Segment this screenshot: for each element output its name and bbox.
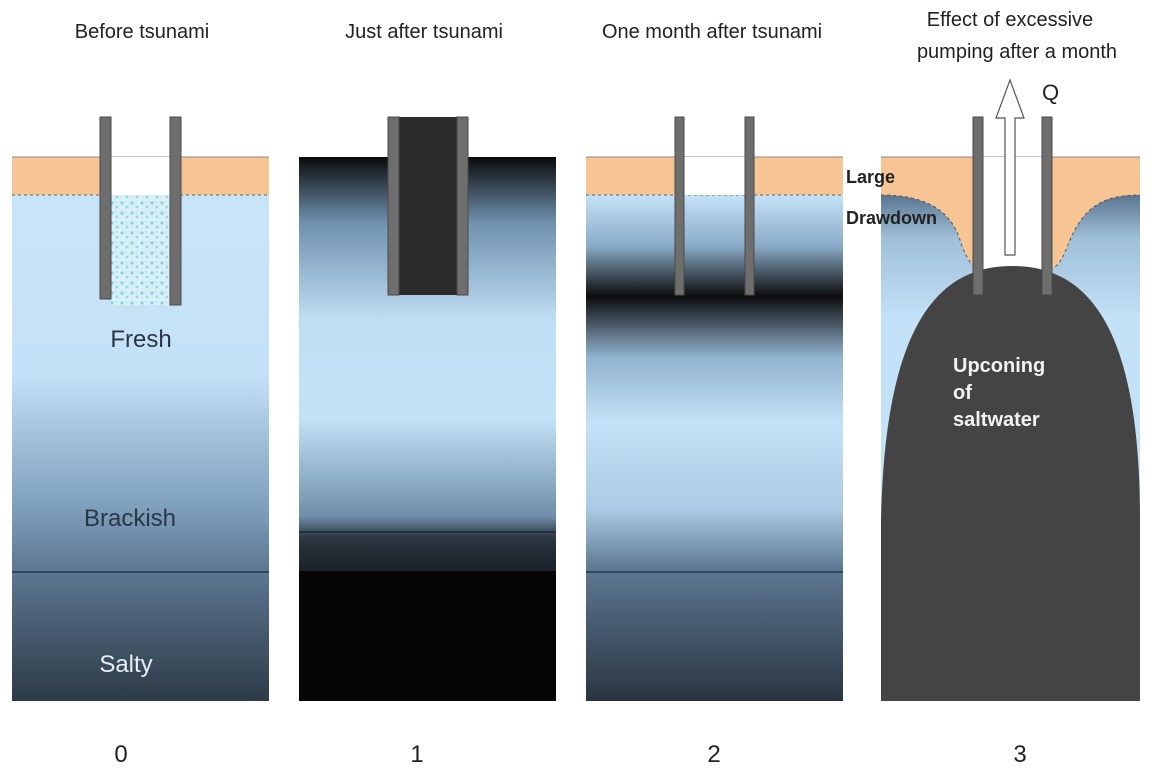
panel-3-title-line2: pumping after a month bbox=[917, 41, 1117, 63]
panel-1-title: Just after tsunami bbox=[345, 21, 503, 43]
upconing-label-line1: Upconing bbox=[953, 355, 1045, 377]
panel-3-well-casing-right bbox=[1041, 116, 1053, 296]
brackish-zone-label: Brackish bbox=[84, 505, 176, 532]
panel-0-well-casing-left bbox=[99, 116, 112, 300]
panel-3-number: 3 bbox=[1013, 741, 1026, 768]
fresh-zone-label: Fresh bbox=[110, 326, 171, 353]
panel-3-saltwater-upcone bbox=[881, 266, 1140, 701]
panel-3-title-line1: Effect of excessive bbox=[927, 9, 1093, 31]
panel-2-well-casing-left bbox=[674, 116, 685, 296]
pump-flow-label: Q bbox=[1042, 80, 1059, 105]
panel-3-pumping-arrow bbox=[995, 78, 1025, 256]
panel-1-well-casing-right bbox=[456, 116, 469, 296]
panel-2-aquifer bbox=[586, 195, 843, 701]
upconing-label-line3: saltwater bbox=[953, 409, 1040, 431]
panel-2-number: 2 bbox=[707, 741, 720, 768]
panel-3 bbox=[880, 78, 1141, 701]
panel-1 bbox=[299, 116, 556, 701]
panel-2-well-bore bbox=[684, 157, 745, 195]
panel-0-number: 0 bbox=[114, 741, 127, 768]
large-label: Large bbox=[846, 167, 895, 187]
panel-3-well-casing-left bbox=[972, 116, 984, 296]
upconing-label-line2: of bbox=[953, 382, 972, 404]
panel-0-well-casing-right bbox=[169, 116, 182, 306]
drawdown-label: Drawdown bbox=[846, 208, 937, 228]
panel-0 bbox=[12, 116, 269, 701]
panel-1-salt-layer bbox=[299, 571, 556, 701]
panel-2-title: One month after tsunami bbox=[602, 21, 822, 43]
panel-1-number: 1 bbox=[410, 741, 423, 768]
panel-2-well-casing-right bbox=[744, 116, 755, 296]
panel-2 bbox=[586, 116, 843, 701]
panel-1-well-filled bbox=[388, 117, 468, 295]
panel-1-well-casing-left bbox=[387, 116, 400, 296]
panel-0-well-water bbox=[111, 195, 170, 305]
salty-zone-label: Salty bbox=[99, 651, 152, 678]
panel-0-well-bore bbox=[111, 157, 170, 195]
panel-0-title: Before tsunami bbox=[75, 21, 210, 43]
